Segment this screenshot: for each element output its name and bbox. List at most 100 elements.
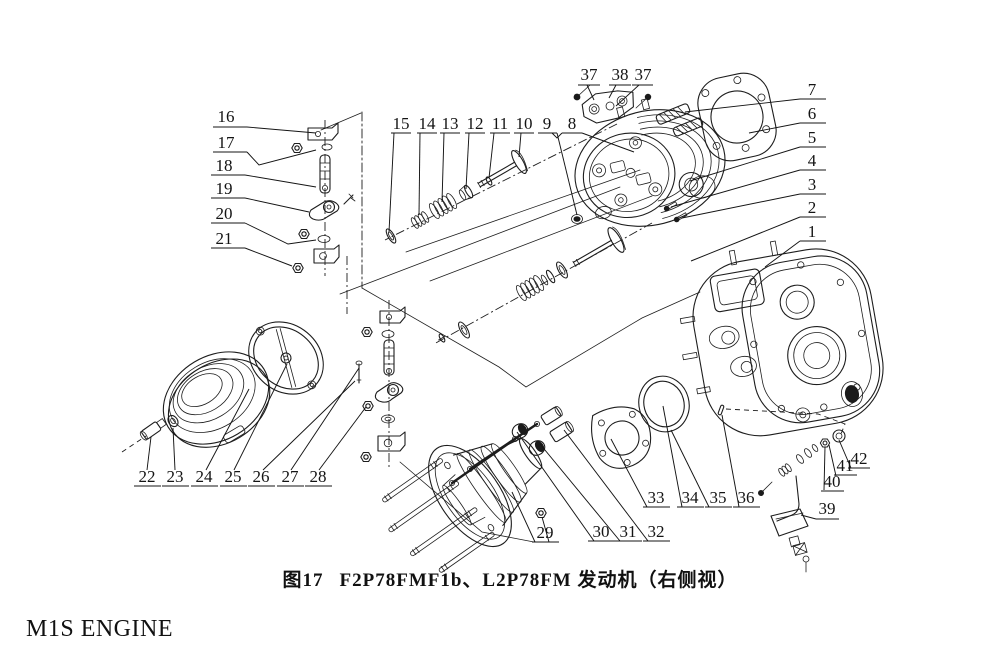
axis-centerlines [121, 120, 846, 470]
callout-leader-line [610, 438, 648, 508]
callout-number: 4 [808, 151, 817, 170]
callout-34-33: 34 [662, 405, 704, 508]
callout-leader-line [670, 429, 710, 508]
callout-number: 39 [819, 499, 836, 518]
callout-14-13: 14 [417, 114, 437, 216]
callout-11-10: 11 [488, 114, 510, 179]
callout-leader-line [539, 443, 621, 542]
callout-21-20: 21 [211, 229, 293, 267]
valve-cover-gasket [248, 321, 324, 395]
callout-2-1: 2 [690, 198, 826, 262]
callout-30-29: 30 [516, 431, 615, 542]
callout-leader-line [388, 132, 395, 233]
callout-leader-line [418, 132, 421, 216]
intake-valve-and-springs [385, 149, 528, 244]
callout-number: 29 [537, 523, 554, 542]
callout-leader-line [748, 122, 801, 134]
callout-number: 33 [648, 488, 665, 507]
woodruff-keys [655, 103, 704, 137]
callout-leader-line [246, 149, 317, 166]
callout-number: 31 [620, 522, 637, 541]
exhaust-valve-and-springs [438, 226, 626, 343]
callout-number: 18 [216, 156, 233, 175]
callout-number: 16 [218, 107, 235, 126]
brace-mark [551, 132, 563, 139]
callout-leader-line [608, 84, 617, 99]
callout-leader-line [764, 240, 801, 268]
callout-leader-line [488, 132, 495, 179]
callout-number: 36 [738, 488, 755, 507]
rocker-arm-assembly-mid [355, 306, 406, 463]
o-ring-seal [638, 375, 690, 433]
callout-7-6: 7 [684, 80, 826, 113]
callout-leader-line [828, 444, 837, 477]
callout-leader-line [838, 439, 852, 469]
crankcase [679, 240, 884, 437]
callout-number: 20 [216, 204, 233, 223]
callout-number: 15 [393, 114, 410, 133]
callout-12-11: 12 [465, 114, 485, 190]
callout-leader-line [518, 132, 522, 158]
callout-number: 9 [543, 114, 552, 133]
callout-leader-line [684, 98, 801, 113]
callout-leader-line [681, 193, 801, 219]
callout-number: 23 [167, 467, 184, 486]
callout-number: 21 [216, 229, 233, 248]
callout-leader-line [721, 414, 740, 508]
callout-leader-line [662, 405, 683, 508]
callout-number: 14 [419, 114, 437, 133]
callout-37-38: 37 [615, 65, 653, 107]
callout-leader-line [244, 174, 317, 188]
callout-number: 10 [516, 114, 533, 133]
callout-number: 19 [216, 179, 233, 198]
callout-number: 26 [253, 467, 270, 486]
callout-33-32: 33 [610, 438, 670, 508]
callout-leader-line [516, 431, 595, 542]
callout-leader-line [586, 84, 595, 101]
callout-8-7: 8 [562, 114, 635, 153]
callout-leader-line [823, 446, 826, 491]
rocker-arm-assembly-top [291, 122, 356, 274]
callout-leader-line [581, 132, 635, 153]
callout-16-15: 16 [213, 107, 317, 134]
valve-cover [162, 351, 271, 448]
callout-number: 38 [612, 65, 629, 84]
callout-number: 22 [139, 467, 156, 486]
valve-keeper [571, 214, 583, 224]
callout-leader-line [556, 132, 578, 216]
callout-leader-line [465, 132, 470, 190]
figure-number: 图17 [282, 570, 324, 591]
head-gasket [697, 72, 777, 162]
callout-leader-line [670, 169, 801, 208]
callout-leader-line [233, 363, 288, 471]
callout-24-23: 24 [191, 388, 250, 487]
callout-25-24: 25 [220, 363, 288, 487]
callout-37-36: 37 [578, 65, 600, 101]
callout-leader-line [244, 222, 317, 245]
head-bolts-small [663, 201, 688, 223]
callout-leader-line [511, 491, 536, 543]
oil-banjo-bolt [139, 414, 179, 441]
tappets-and-caps [511, 405, 574, 456]
callout-27-26: 27 [277, 367, 360, 487]
callout-number: 24 [196, 467, 214, 486]
callout-5-4: 5 [689, 128, 826, 182]
callout-38-37: 38 [608, 65, 631, 99]
callout-22-21: 22 [134, 436, 161, 487]
callout-19-18: 19 [211, 179, 310, 213]
callout-number: 1 [808, 222, 817, 241]
callout-leader-line [800, 514, 817, 520]
callout-leader-line [205, 388, 250, 471]
callout-1-0: 1 [764, 222, 826, 268]
cylinder-base-nut [535, 507, 547, 519]
callout-number: 7 [808, 80, 817, 99]
callout-number: 34 [682, 488, 700, 507]
callout-35-34: 35 [670, 429, 732, 508]
callout-36-35: 36 [721, 414, 760, 508]
callout-number: 37 [635, 65, 653, 84]
callout-leader-line [244, 197, 310, 213]
callout-number: 40 [824, 472, 841, 491]
dowel-pin [717, 404, 725, 416]
callout-17-16: 17 [213, 133, 317, 166]
